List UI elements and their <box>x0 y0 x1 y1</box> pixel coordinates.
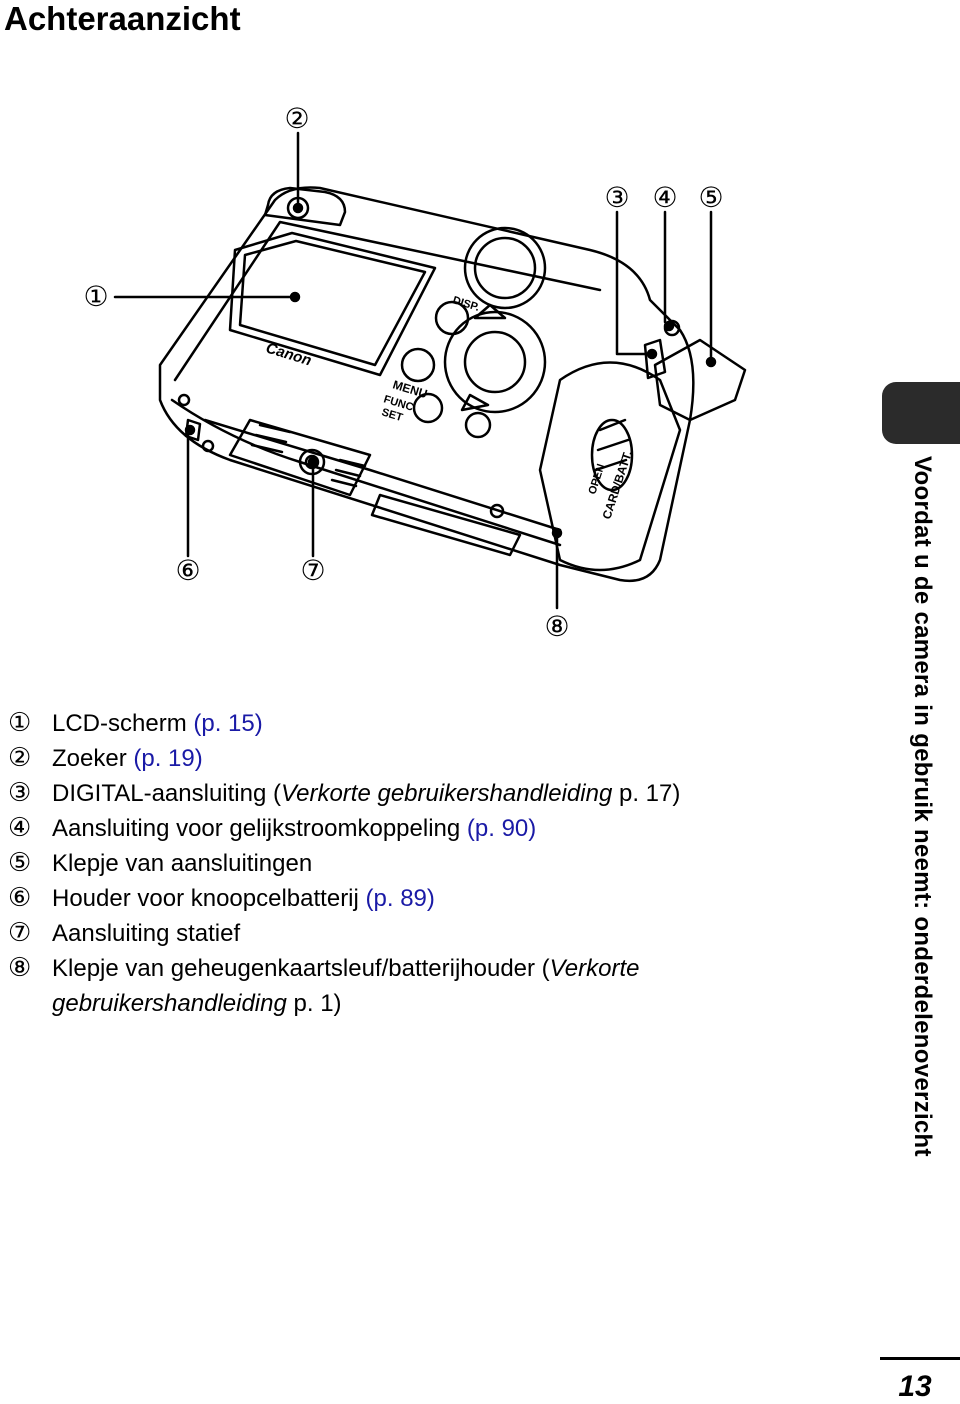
viewfinder <box>263 186 347 227</box>
menu-button <box>400 347 436 383</box>
svg-text:OPEN: OPEN <box>586 463 607 496</box>
page-number: 13 <box>898 1370 932 1403</box>
page-reference-link[interactable]: (p. 90) <box>466 815 537 842</box>
page-reference-link[interactable]: (p. 19) <box>133 745 203 772</box>
parts-list: ① LCD-scherm (p. 15) ② Zoeker (p. 19) ③ … <box>8 706 838 1021</box>
camera-body-outline <box>158 186 695 583</box>
list-item: ⑥ Houder voor knoopcelbatterij (p. 89) <box>8 883 435 913</box>
footer-rule <box>880 1357 960 1360</box>
callout-8: ⑧ <box>544 610 569 643</box>
callout-2: ② <box>284 102 309 135</box>
callout-4: ④ <box>652 181 677 214</box>
list-item: ⑧ Klepje van geheugenkaartsleuf/batterij… <box>8 953 640 1017</box>
list-item: ④ Aansluiting voor gelijkstroomkoppeling… <box>8 813 537 843</box>
page-title: Achteraanzicht <box>4 0 241 37</box>
leader-3 <box>615 210 654 356</box>
page-reference-link[interactable]: (p. 15) <box>193 710 263 737</box>
list-item: ⑤ Klepje van aansluitingen <box>8 848 313 878</box>
callout-7: ⑦ <box>300 554 325 587</box>
mode-dial <box>463 226 547 310</box>
terminal-cover <box>653 338 747 422</box>
callout-3: ③ <box>604 181 629 214</box>
callout-1: ① <box>83 280 108 313</box>
callout-5: ⑤ <box>698 181 723 214</box>
camera-rear-illustration: Canon DISP. MENU FUNC. SET CARD/BATT. OP… <box>83 102 747 643</box>
lcd-screen <box>228 231 437 377</box>
list-item: ③ DIGITAL-aansluiting (Verkorte gebruike… <box>8 778 681 808</box>
callout-6: ⑥ <box>175 554 200 587</box>
disp-button <box>434 300 470 336</box>
func-set-button <box>412 392 444 424</box>
list-item: ② Zoeker (p. 19) <box>8 743 203 773</box>
controller-pad <box>443 310 547 414</box>
list-item: ① LCD-scherm (p. 15) <box>8 708 263 738</box>
chapter-label: Voordat u de camera in gebruik neemt: on… <box>909 456 936 1157</box>
list-item: ⑦ Aansluiting statief <box>8 918 241 948</box>
card-battery-door <box>538 361 682 572</box>
chapter-tab <box>882 382 960 444</box>
page-reference-link[interactable]: (p. 89) <box>365 885 435 912</box>
svg-text:CARD/BATT.: CARD/BATT. <box>600 449 635 521</box>
